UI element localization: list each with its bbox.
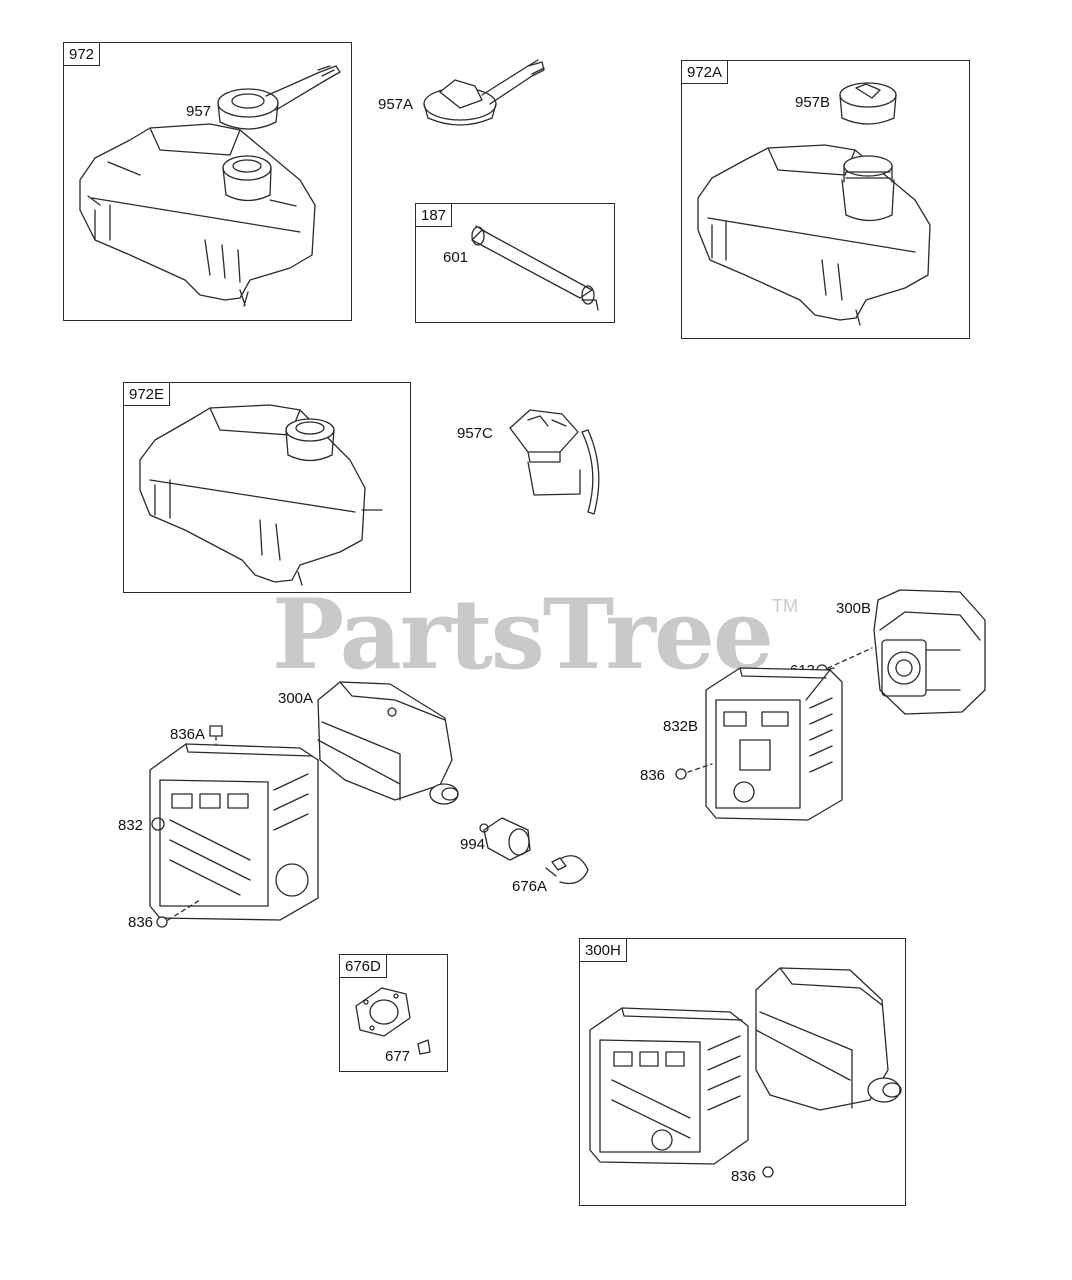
callout-601: 601 xyxy=(443,249,469,266)
parts-tree-watermark: PartsTree xyxy=(272,578,774,691)
callout-836-300h: 836 xyxy=(731,1168,757,1185)
callout-836-right: 836 xyxy=(640,767,666,784)
callout-957c: 957C xyxy=(457,425,493,442)
callout-836-left: 836 xyxy=(128,914,154,931)
fuel-cap-957c xyxy=(509,409,600,515)
leader-836-right xyxy=(687,763,713,773)
group-box-187: 187 xyxy=(415,203,615,323)
callout-836a: 836A xyxy=(170,726,206,743)
clamp-676a xyxy=(545,855,589,885)
heat-shield-832 xyxy=(149,743,319,921)
muffler-300a xyxy=(317,681,459,805)
trademark-symbol: TM xyxy=(772,596,798,616)
group-tag-972: 972 xyxy=(63,42,101,66)
fuel-cap-957b xyxy=(839,82,897,125)
muffler-300h xyxy=(755,967,902,1111)
callout-994: 994 xyxy=(460,836,486,853)
group-box-972: 972 xyxy=(63,42,352,321)
gasket-676d xyxy=(355,987,411,1037)
group-box-676d: 676D xyxy=(339,954,448,1072)
group-box-300h: 300H xyxy=(579,938,906,1206)
callout-300a: 300A xyxy=(278,690,314,707)
fuel-tank-972a xyxy=(697,144,931,326)
callout-300b: 300B xyxy=(836,600,872,617)
heat-shield-300h xyxy=(589,1007,749,1165)
callout-957: 957 xyxy=(186,103,212,120)
callout-832: 832 xyxy=(118,817,144,834)
screw-836-left xyxy=(156,916,168,928)
group-tag-300h: 300H xyxy=(579,938,627,962)
leader-613-right xyxy=(827,647,873,669)
screw-836-300h xyxy=(762,1166,774,1178)
muffler-300b xyxy=(873,589,986,715)
screw-836-right xyxy=(675,768,687,780)
group-box-972a: 972A xyxy=(681,60,970,339)
group-tag-676d: 676D xyxy=(339,954,387,978)
fuel-cap-957a xyxy=(423,59,545,126)
callout-676a: 676A xyxy=(512,878,548,895)
screw-677 xyxy=(417,1039,431,1055)
fuel-cap-957 xyxy=(217,65,341,130)
adapter-994 xyxy=(479,817,531,861)
group-tag-187: 187 xyxy=(415,203,453,227)
callout-957a: 957A xyxy=(378,96,414,113)
fuel-line-601 xyxy=(471,225,599,311)
group-box-972e: 972E xyxy=(123,382,411,593)
fuel-tank-972e xyxy=(139,404,383,586)
callout-677: 677 xyxy=(385,1048,411,1065)
callout-832b: 832B xyxy=(663,718,699,735)
callout-957b: 957B xyxy=(795,94,831,111)
fuel-tank-972 xyxy=(79,123,316,307)
leader-836-left xyxy=(167,899,201,921)
group-tag-972e: 972E xyxy=(123,382,171,406)
group-tag-972a: 972A xyxy=(681,60,729,84)
heat-shield-832b xyxy=(705,667,843,821)
